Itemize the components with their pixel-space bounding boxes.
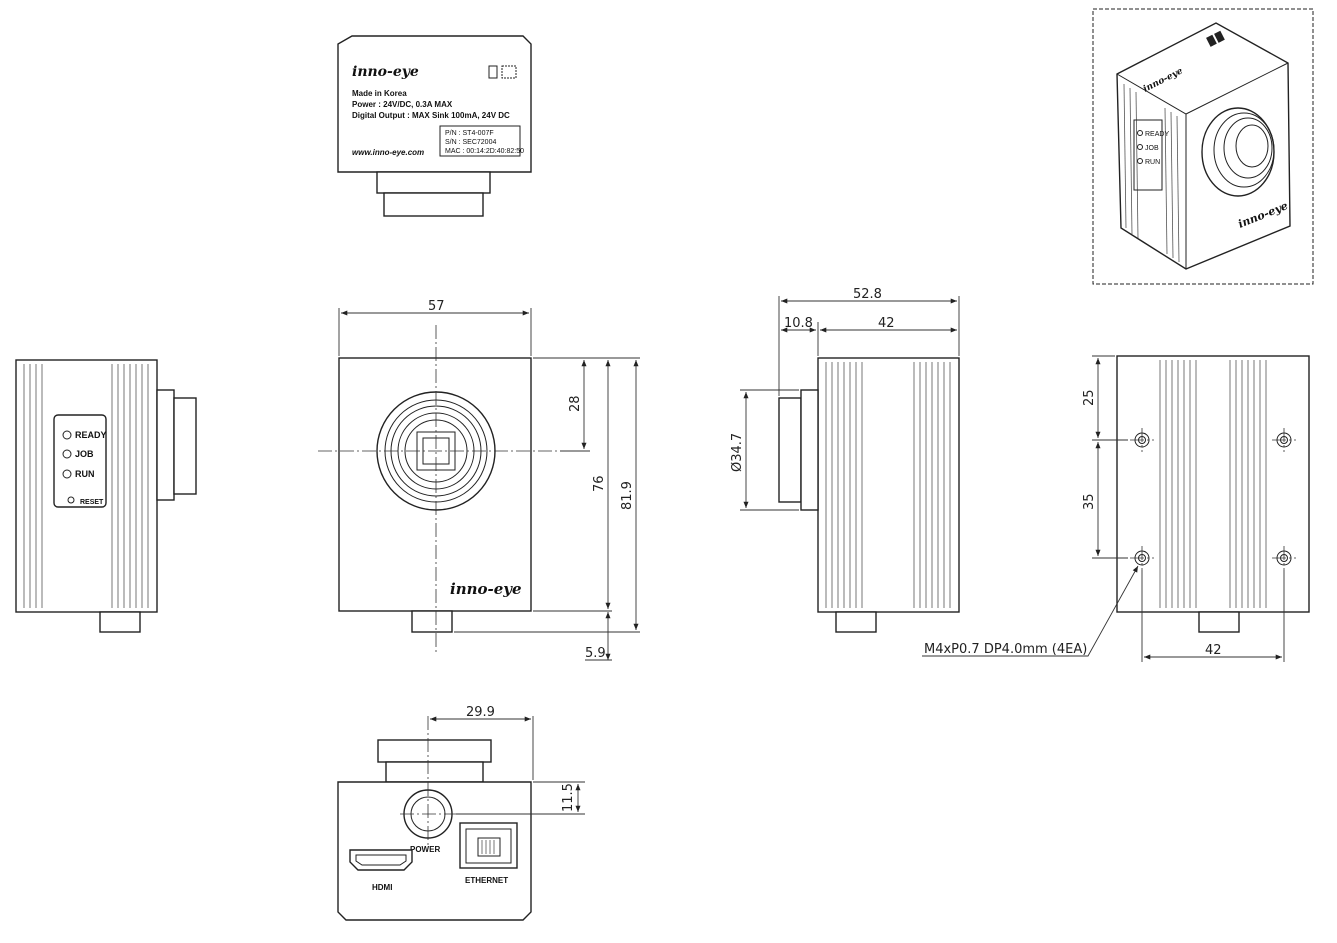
front-connector (411, 610, 453, 633)
power-spec-text: Power : 24V/DC, 0.3A MAX (352, 100, 453, 109)
run-led (62, 469, 72, 479)
side-connector (99, 611, 141, 633)
mounting-hole-bl (1130, 546, 1154, 570)
dim-lens-diameter: Ø34.7 (730, 433, 745, 472)
iso-led-panel (1133, 119, 1163, 191)
hdmi-label: HDMI (372, 883, 392, 892)
mounting-hole-tl (1130, 428, 1154, 452)
ethernet-port (459, 822, 518, 869)
iso-frame (1092, 8, 1314, 285)
dim-connector-height: 5.9 (585, 646, 606, 661)
label-logo: inno-eye (352, 64, 419, 80)
dim-power-offset: 29.9 (466, 705, 495, 720)
mac-address: MAC : 00:14:2D:40:82:50 (445, 148, 524, 155)
side-lens-inner (173, 397, 197, 495)
digital-output-text: Digital Output : MAX Sink 100mA, 24V DC (352, 111, 510, 120)
made-in-text: Made in Korea (352, 89, 407, 98)
dim-body-depth: 42 (878, 316, 895, 331)
dim-hole-top: 25 (1082, 389, 1097, 406)
rear-view: POWER HDMI ETHERNET (337, 716, 532, 921)
dim-lens-depth: 10.8 (784, 316, 813, 331)
certification-marks (488, 65, 517, 79)
front-view: inno-eye (318, 325, 560, 652)
dim-front-offset: 28 (568, 395, 583, 412)
rear-lens-outer (377, 739, 492, 763)
rear-dimensions: 29.9 11.5 (430, 705, 585, 815)
reset-hole (67, 496, 75, 504)
iso-lens (1201, 107, 1275, 197)
right-lens-inner (800, 389, 819, 511)
led-panel (53, 414, 107, 508)
ethernet-label: ETHERNET (465, 876, 508, 885)
part-number: P/N : ST4-007F (445, 130, 494, 137)
iso-fins (1123, 83, 1180, 263)
hdmi-port (349, 849, 413, 871)
run-label: RUN (75, 469, 95, 479)
right-lens-outer (778, 397, 802, 503)
mounting-hole-br (1272, 546, 1296, 570)
side-lens-outer (156, 389, 175, 501)
lens-top (376, 171, 491, 194)
dim-hole-spacing-h: 42 (1205, 643, 1222, 658)
thread-callout: M4xP0.7 DP4.0mm (4EA) (924, 642, 1087, 657)
dim-total-height: 81.9 (620, 481, 635, 510)
serial-number: S/N : SEC72004 (445, 139, 496, 146)
mounting-hole-tr (1272, 428, 1296, 452)
power-label: POWER (410, 845, 440, 854)
isometric-view: READY JOB RUN inno-eye inno-eye (1092, 8, 1314, 285)
iso-led-job: JOB (1145, 145, 1159, 152)
iso-led-run: RUN (1145, 159, 1160, 166)
bottom-connector (1198, 611, 1240, 633)
bottom-view (1116, 355, 1310, 633)
power-connector (400, 716, 456, 845)
front-logo: inno-eye (450, 580, 522, 598)
dim-power-height: 11.5 (561, 783, 576, 812)
dim-front-height: 76 (592, 475, 607, 492)
right-dimensions: 52.8 10.8 42 Ø34.7 (730, 287, 960, 511)
front-dimensions: 57 28 76 81.9 5.9 (338, 299, 640, 661)
dim-front-width: 57 (428, 299, 445, 314)
top-view-label: inno-eye Made in Korea Power : 24V/DC, 0… (337, 35, 532, 217)
dim-hole-spacing-v: 35 (1082, 493, 1097, 510)
right-side-view (778, 357, 960, 633)
job-label: JOB (75, 449, 94, 459)
left-side-view: READY JOB RUN RESET (15, 359, 197, 633)
side-fins (23, 364, 149, 608)
right-connector (835, 611, 877, 633)
reset-label: RESET (80, 499, 104, 506)
website-text: www.inno-eye.com (352, 148, 424, 157)
bottom-dimensions: 25 35 42 M4xP0.7 DP4.0mm (4EA) (922, 355, 1285, 662)
iso-led-ready: READY (1145, 131, 1169, 138)
dim-total-depth: 52.8 (853, 287, 882, 302)
serial-box (439, 125, 521, 157)
ready-led (62, 430, 72, 440)
job-led (62, 449, 72, 459)
ready-label: READY (75, 430, 107, 440)
